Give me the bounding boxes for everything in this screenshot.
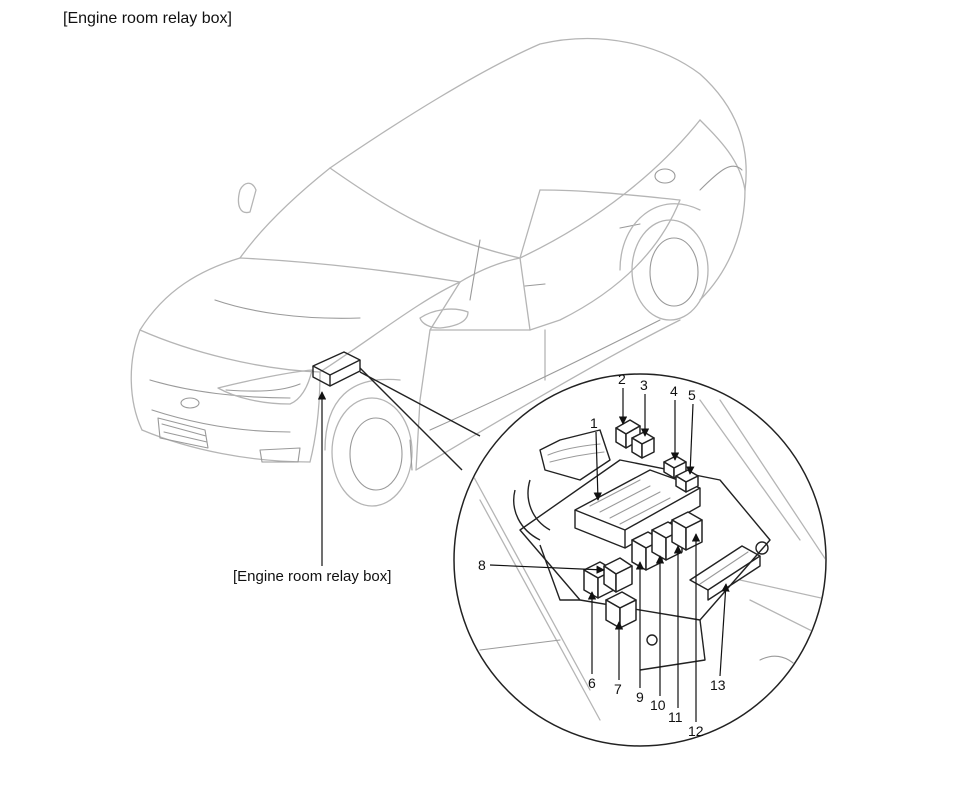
callout-number-9: 9	[636, 689, 644, 705]
page-title: [Engine room relay box]	[63, 10, 232, 27]
callout-number-13: 13	[710, 677, 726, 693]
relay-box-callout-label: [Engine room relay box]	[233, 568, 392, 585]
car-illustration	[130, 37, 747, 507]
relay-box-location-marker	[312, 351, 361, 387]
callout-number-8: 8	[478, 557, 486, 573]
callout-number-12: 12	[688, 723, 704, 739]
callout-number-3: 3	[640, 377, 648, 393]
callout-number-1: 1	[590, 415, 598, 431]
callout-number-6: 6	[588, 675, 596, 691]
relay-box-detail-view	[453, 373, 827, 747]
callout-numbers: 1 2 3 4 5 8 6 7 9 10 11 12 13	[478, 371, 730, 739]
callout-number-7: 7	[614, 681, 622, 697]
callout-number-2: 2	[618, 371, 626, 387]
callout-number-5: 5	[688, 387, 696, 403]
callout-number-4: 4	[670, 383, 678, 399]
callout-number-11: 11	[668, 709, 683, 725]
callout-number-10: 10	[650, 697, 666, 713]
